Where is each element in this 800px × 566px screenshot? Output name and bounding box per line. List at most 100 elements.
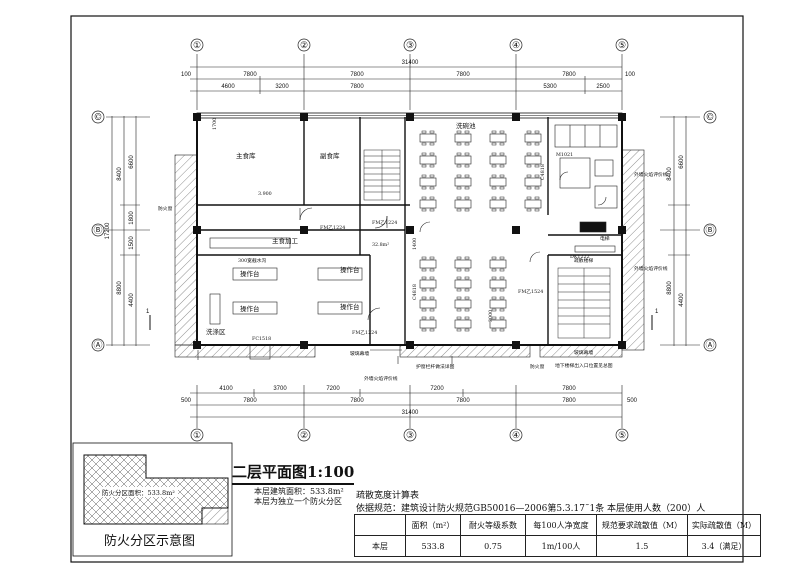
bottom-edge-dim-2: 500 — [627, 398, 638, 404]
bottom-edge-dim-1: 500 — [181, 398, 192, 404]
table-cell: 0.75 — [460, 535, 526, 557]
table-header-cell: 耐火等级系数 — [460, 514, 526, 536]
table-cell: 533.8 — [405, 535, 461, 557]
structural-columns — [193, 113, 626, 349]
top-sub-dim-3: 7800 — [350, 84, 364, 90]
tag-elev-3: 3000 — [488, 310, 494, 322]
table-header-cell: 每100人净宽度 — [525, 514, 597, 536]
restroom-partitions — [554, 124, 618, 253]
label-handrail: 护窗栏杆做法详图 — [416, 363, 455, 370]
dining-table — [489, 174, 507, 190]
fire-zone-diagram-title: 防火分区示意图 — [104, 534, 196, 549]
room-work-table-1: 操作台 — [240, 269, 260, 278]
table-header-cell: 规范要求疏散值（M） — [596, 514, 688, 536]
evacuation-width-table: 面积（m²） 耐火等级系数 每100人净宽度 规范要求疏散值（M） 实际疏散值（… — [354, 514, 761, 557]
room-work-table-3: 操作台 — [240, 304, 260, 313]
bottom-sub-dim-1: 4100 — [219, 386, 233, 392]
left-dim-2: 8800 — [117, 281, 123, 295]
right-sub-dim-1: 6600 — [679, 155, 685, 169]
dining-table — [419, 130, 437, 146]
door-swings — [299, 171, 607, 321]
axis-right-b: Ⓑ — [705, 225, 714, 236]
axis-top-1: ① — [193, 41, 201, 51]
tag-door-2: FM乙1224 — [372, 219, 397, 226]
label-fire-window-right-2: 外墙火焰评价线 — [634, 265, 668, 272]
dining-table — [489, 130, 507, 146]
top-edge-dim-1: 100 — [181, 72, 192, 78]
bottom-sub-dim-3: 7200 — [326, 386, 340, 392]
dining-table — [419, 196, 437, 212]
dining-table — [454, 296, 472, 312]
label-fire-window-right: 外墙火焰评价线 — [634, 171, 668, 178]
label-hood: 300宽截水沟 — [238, 257, 267, 264]
label-stair: 疏散楼梯 — [574, 257, 593, 264]
dining-tables — [419, 130, 542, 332]
table-header-cell: 面积（m²） — [405, 514, 461, 536]
dining-table — [454, 174, 472, 190]
room-work-table-4: 操作台 — [340, 302, 360, 311]
dining-table — [454, 316, 472, 332]
table-row: 本层 533.8 0.75 1m/100人 1.5 3.4（满足） — [354, 535, 761, 557]
bottom-dim-2: 7800 — [350, 398, 364, 404]
sheet-border — [70, 15, 744, 563]
tag-window-1: C4818 — [412, 284, 418, 300]
axis-bottom-3: ③ — [406, 431, 414, 441]
bottom-dim-3: 7800 — [456, 398, 470, 404]
axis-top-2: ② — [300, 41, 308, 51]
side-dimensions — [106, 116, 700, 346]
label-elevator: 电梯 — [600, 235, 610, 242]
table-cell: 1m/100人 — [525, 535, 597, 557]
left-dim-1: 8400 — [117, 167, 123, 181]
bottom-sub-dim-5: 7800 — [562, 386, 576, 392]
top-sub-dim-4: 5300 — [543, 84, 557, 90]
room-side-store: 副食库 — [320, 151, 340, 160]
dining-table — [489, 196, 507, 212]
right-hatch-strip — [621, 149, 645, 351]
axis-top-4: ④ — [512, 41, 520, 51]
label-lower-floor: 地下楼梯出入口位置见总图 — [555, 362, 613, 369]
axis-top-3: ③ — [406, 41, 414, 51]
tag-width-mark: 3.900 — [258, 191, 272, 197]
label-glass-curtain-2: 玻璃幕墙 — [574, 349, 593, 356]
tag-door-7: FC1518 — [252, 336, 271, 342]
bottom-sub-dim-4: 7200 — [430, 386, 444, 392]
label-glass-curtain-1: 玻璃幕墙 — [350, 350, 369, 357]
top-sub-dim-1: 4600 — [221, 84, 235, 90]
bottom-dimensions — [190, 385, 623, 428]
dining-table — [454, 130, 472, 146]
axis-left-b: Ⓑ — [93, 225, 102, 236]
axis-top-5: ⑤ — [618, 41, 626, 51]
tag-door-6: M1021 — [556, 152, 573, 158]
tag-door-1: FM乙1224 — [320, 224, 345, 231]
room-dining: 洗碗池 — [456, 121, 476, 130]
room-work-table-2: 操作台 — [340, 265, 360, 274]
table-header-cell: 实际疏散值（M） — [687, 514, 761, 536]
tag-door-5: DK1222 — [570, 254, 590, 260]
tag-elev-2: 1400 — [412, 238, 418, 250]
right-dim-2: 8800 — [667, 281, 673, 295]
tag-window-2: C4818 — [540, 164, 546, 180]
left-total-dim: 17200 — [105, 222, 111, 239]
plan-area-note: 本层建筑面积：533.8m² 本层为独立一个防火分区 — [254, 487, 344, 507]
axis-bottom-5: ⑤ — [618, 431, 626, 441]
room-wash-area: 洗涤区 — [206, 327, 226, 336]
dining-table — [454, 256, 472, 272]
dining-table — [419, 296, 437, 312]
axis-right-c: © — [706, 113, 715, 123]
bottom-total-dim: 31400 — [402, 410, 419, 416]
fire-zone-area-text: 防火分区面积：533.8m² — [102, 488, 175, 497]
dining-table — [524, 130, 542, 146]
room-main-store: 主食库 — [236, 151, 256, 160]
top-edge-dim-2: 100 — [625, 72, 636, 78]
top-sub-dim-5: 2500 — [596, 84, 610, 90]
fire-zone-label-bg — [100, 487, 178, 497]
axis-bottom-2: ② — [300, 431, 308, 441]
table-header-row: 面积（m²） 耐火等级系数 每100人净宽度 规范要求疏散值（M） 实际疏散值（… — [354, 514, 761, 536]
tag-area: 32.8m² — [372, 242, 389, 248]
fire-zone-frame — [72, 442, 233, 557]
dining-table — [524, 174, 542, 190]
axis-right-a: Ⓐ — [705, 340, 714, 351]
tag-door-3: FM乙1524 — [518, 288, 543, 295]
top-dimensions — [190, 54, 623, 110]
